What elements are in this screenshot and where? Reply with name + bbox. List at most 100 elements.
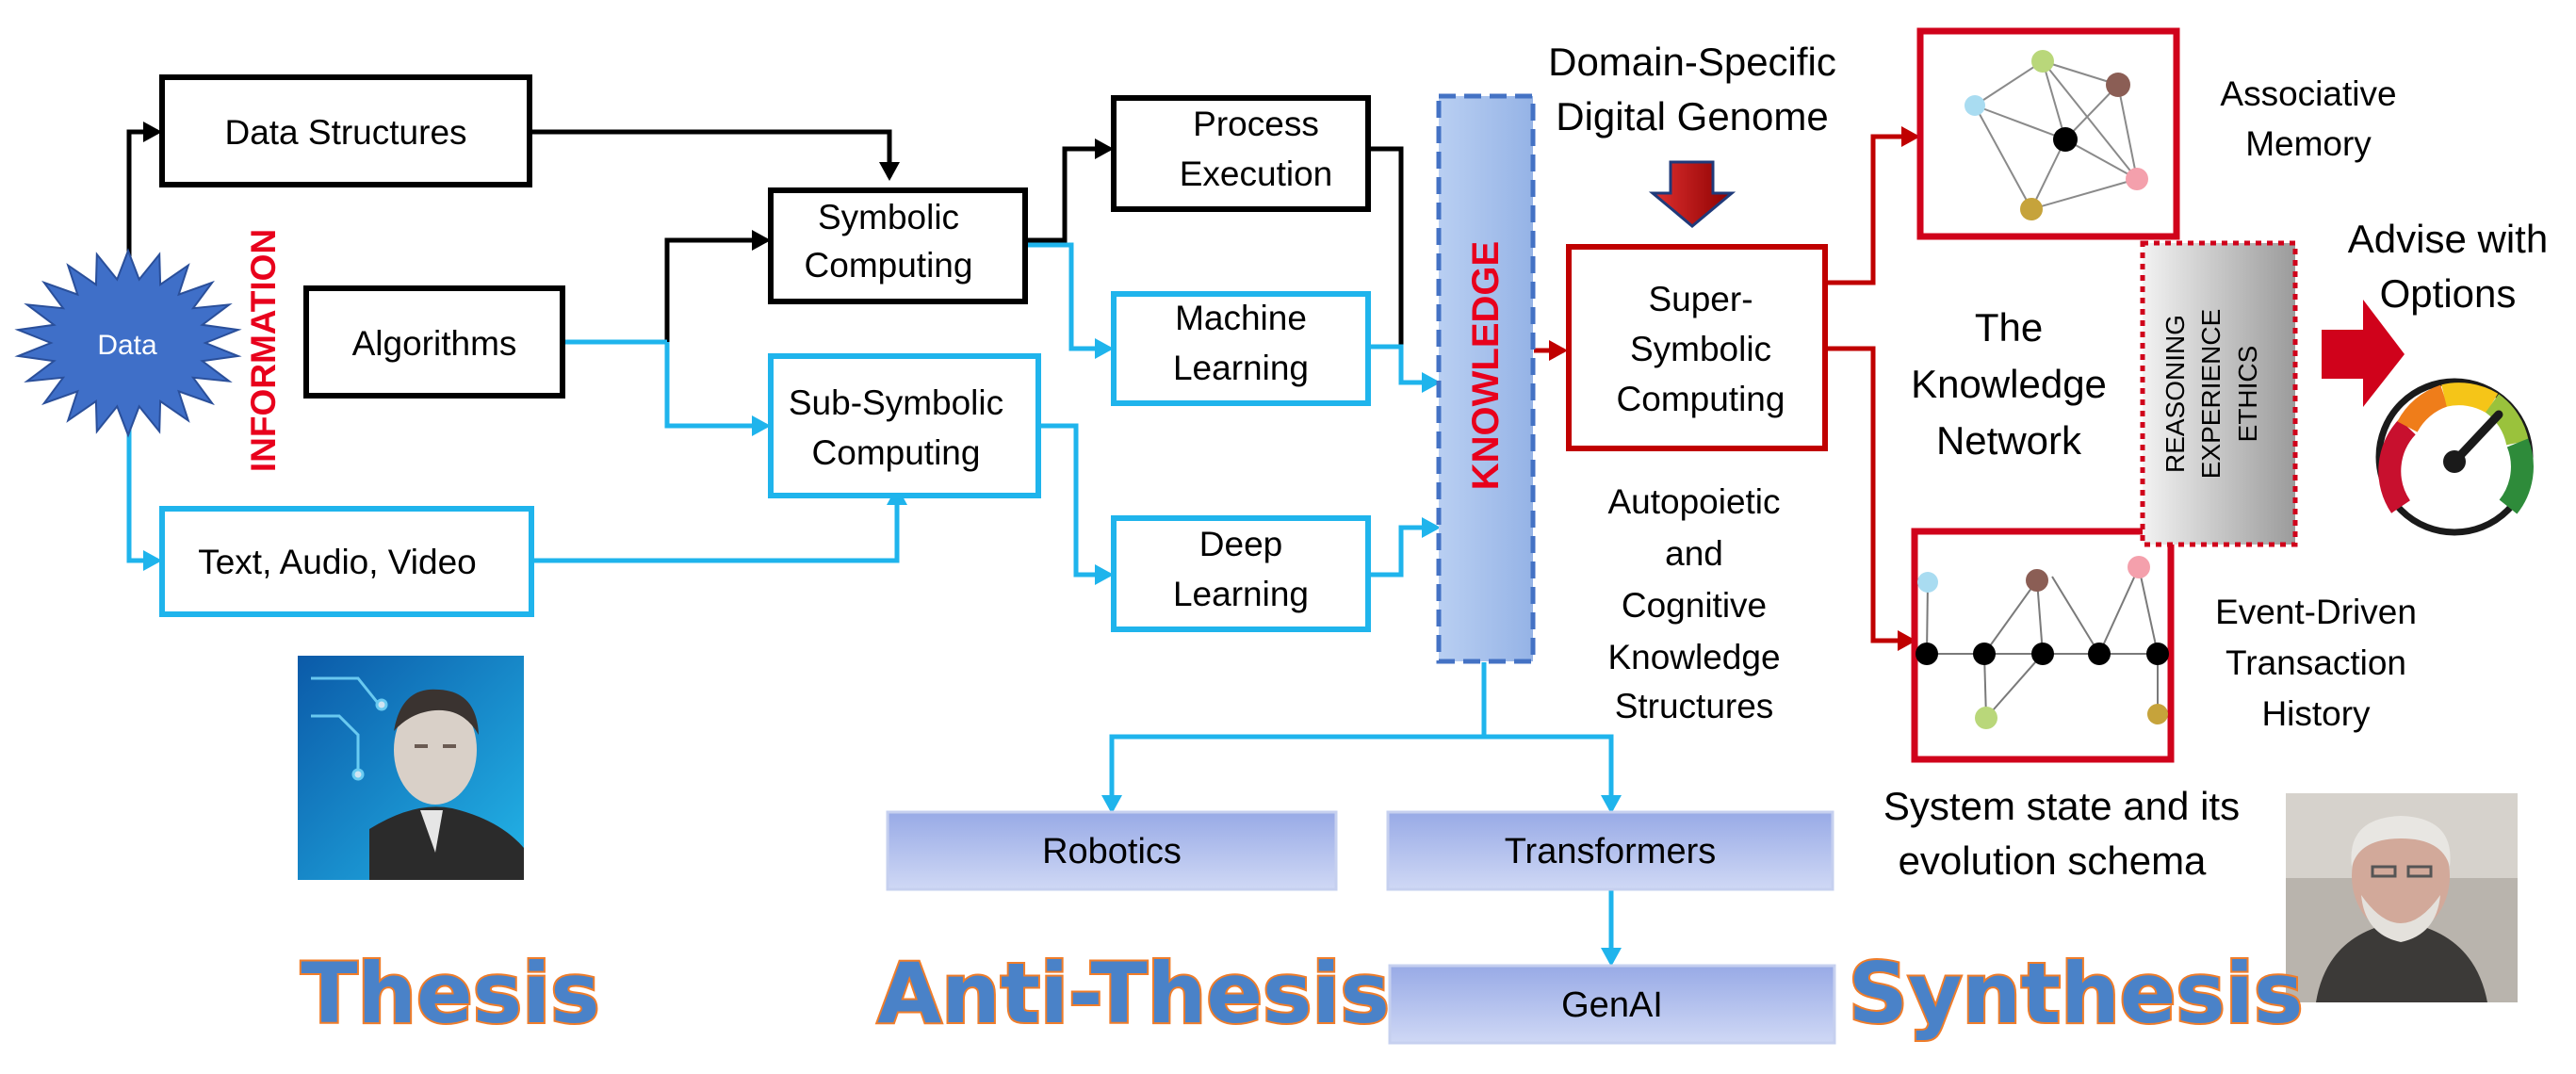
advise-arrow-icon bbox=[2322, 300, 2405, 407]
title-thesis: Thesis bbox=[301, 945, 599, 1042]
subsymbolic-label-line2: Computing bbox=[812, 433, 981, 472]
advise-label-line1: Advise with bbox=[2348, 217, 2548, 261]
algorithms-to-subsymbolic-arrow bbox=[664, 342, 771, 436]
event-label-line1: Event-Driven bbox=[2215, 593, 2417, 631]
subsymbolic-label-line1: Sub-Symbolic bbox=[789, 383, 1003, 422]
algorithms-label: Algorithms bbox=[352, 324, 517, 363]
algorithms-box[interactable]: Algorithms bbox=[303, 285, 565, 399]
graph-node bbox=[2088, 643, 2111, 665]
super-label-line2: Symbolic bbox=[1630, 330, 1771, 368]
symbolic-computing-box[interactable]: Symbolic Computing bbox=[768, 187, 1028, 304]
associative-label-line2: Memory bbox=[2245, 124, 2372, 163]
graph-edges bbox=[1974, 60, 2138, 210]
transformers-box[interactable]: Transformers bbox=[1386, 810, 1834, 891]
event-label-line3: History bbox=[2261, 694, 2371, 733]
graph-node bbox=[2128, 556, 2150, 578]
graph-node bbox=[2020, 198, 2043, 220]
dl-label-line1: Deep bbox=[1199, 525, 1282, 563]
subsymbolic-computing-box[interactable]: Sub-Symbolic Computing bbox=[768, 353, 1041, 498]
knowledge-label: KNOWLEDGE bbox=[1465, 241, 1507, 490]
graph-node bbox=[1916, 643, 1938, 665]
reasoning-label: REASONING bbox=[2160, 315, 2190, 473]
graph-node bbox=[2126, 168, 2148, 190]
event-label-line2: Transaction bbox=[2225, 643, 2406, 682]
graph-node bbox=[2031, 643, 2054, 665]
knowledge-column[interactable]: KNOWLEDGE bbox=[1436, 93, 1536, 664]
text-audio-video-box[interactable]: Text, Audio, Video bbox=[159, 506, 534, 617]
genome-label-line1: Domain-Specific bbox=[1548, 40, 1836, 84]
super-label-line1: Super- bbox=[1648, 280, 1753, 318]
algorithms-to-symbolic-arrow bbox=[664, 230, 771, 342]
event-driven-graph[interactable] bbox=[1911, 528, 2175, 763]
data-structures-box[interactable]: Data Structures bbox=[159, 74, 532, 187]
graph-node bbox=[1975, 707, 1997, 729]
subsymbolic-to-dl-arrow bbox=[1040, 423, 1114, 585]
svg-text:Structures: Structures bbox=[1615, 687, 1774, 725]
blue-connectors bbox=[126, 242, 1622, 967]
data-node[interactable]: Data bbox=[14, 248, 242, 438]
portrait-photo-right bbox=[2286, 793, 2518, 1002]
graph-node bbox=[2053, 127, 2078, 152]
experience-label: EXPERIENCE bbox=[2196, 309, 2225, 480]
graph-node bbox=[1917, 572, 1938, 593]
ml-label-line2: Learning bbox=[1173, 349, 1309, 387]
autopoietic-label: Autopoietic and Cognitive Knowledge Stru… bbox=[1607, 482, 1780, 725]
title-synthesis: Synthesis bbox=[1849, 945, 2304, 1042]
svg-text:Autopoietic: Autopoietic bbox=[1607, 482, 1780, 521]
portrait-photo-left bbox=[298, 656, 524, 880]
symbolic-to-process-arrow bbox=[1027, 138, 1114, 243]
robotics-label: Robotics bbox=[1042, 832, 1182, 871]
graph-node bbox=[1965, 95, 1985, 116]
deep-learning-box[interactable]: Deep Learning bbox=[1111, 515, 1371, 632]
black-connectors bbox=[126, 122, 1404, 367]
svg-text:Knowledge: Knowledge bbox=[1607, 638, 1780, 676]
process-label-line2: Execution bbox=[1180, 155, 1333, 193]
graph-node bbox=[2031, 50, 2054, 73]
ml-label-line1: Machine bbox=[1175, 299, 1307, 337]
machine-learning-box[interactable]: Machine Learning bbox=[1111, 291, 1371, 406]
super-label-line3: Computing bbox=[1617, 380, 1785, 418]
system-state-label-line1: System state and its bbox=[1883, 784, 2240, 828]
genai-label: GenAI bbox=[1561, 985, 1663, 1025]
genome-down-arrow-icon bbox=[1648, 160, 1736, 228]
associative-label-line1: Associative bbox=[2220, 74, 2396, 113]
process-to-knowledge-line bbox=[1369, 146, 1404, 367]
data-structures-label: Data Structures bbox=[224, 113, 466, 152]
graph-node bbox=[2106, 73, 2130, 97]
data-to-text-arrow bbox=[126, 375, 162, 571]
robotics-box[interactable]: Robotics bbox=[886, 810, 1338, 891]
data-starburst bbox=[14, 248, 242, 438]
svg-text:and: and bbox=[1665, 534, 1723, 573]
ml-to-knowledge-arrow bbox=[1369, 344, 1441, 393]
data-to-datastructures-arrow bbox=[126, 122, 162, 259]
dl-to-knowledge-arrow bbox=[1369, 517, 1441, 578]
system-state-label-line2: evolution schema bbox=[1899, 838, 2207, 883]
reasoning-experience-ethics-box[interactable]: REASONING EXPERIENCE ETHICS bbox=[2140, 240, 2298, 547]
svg-text:Cognitive: Cognitive bbox=[1622, 586, 1767, 625]
information-label: INFORMATION bbox=[244, 229, 283, 472]
svg-text:Network: Network bbox=[1936, 418, 2082, 463]
to-robotics-arrow bbox=[1101, 734, 1484, 814]
super-to-associative-arrow bbox=[1826, 126, 1920, 285]
svg-text:The: The bbox=[1975, 305, 2043, 350]
to-transformers-arrow bbox=[1484, 734, 1622, 814]
advise-label-line2: Options bbox=[2380, 271, 2517, 316]
graph-node bbox=[2146, 643, 2169, 665]
text-audio-video-label: Text, Audio, Video bbox=[198, 543, 477, 581]
genai-box[interactable]: GenAI bbox=[1388, 964, 1836, 1045]
gauge-icon bbox=[2375, 378, 2534, 536]
genome-label-line2: Digital Genome bbox=[1556, 94, 1828, 138]
dl-label-line2: Learning bbox=[1173, 575, 1309, 613]
process-label-line1: Process bbox=[1193, 105, 1319, 143]
graph-node bbox=[1973, 643, 1996, 665]
symbolic-to-ml-arrow bbox=[1027, 242, 1114, 359]
symbolic-label-line1: Symbolic bbox=[818, 198, 959, 236]
knowledge-network-label: The Knowledge Network bbox=[1911, 305, 2107, 463]
associative-memory-graph[interactable] bbox=[1916, 27, 2180, 240]
red-connectors bbox=[1534, 126, 1920, 651]
graph-node bbox=[2026, 569, 2048, 592]
ethics-label: ETHICS bbox=[2233, 346, 2262, 443]
process-execution-box[interactable]: Process Execution bbox=[1111, 95, 1371, 212]
graph-node bbox=[2147, 704, 2168, 724]
supersymbolic-computing-box[interactable]: Super- Symbolic Computing bbox=[1566, 244, 1828, 451]
